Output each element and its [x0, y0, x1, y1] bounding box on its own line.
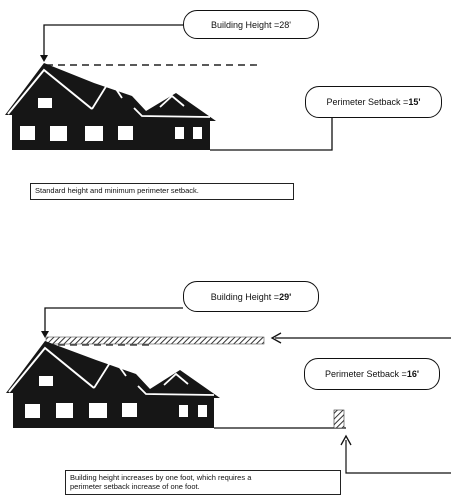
caption-bottom-line-1: Building height increases by one foot, w… [70, 473, 252, 482]
building-height-callout-top: Building Height = 28' [183, 10, 319, 39]
perimeter-setback-label-bottom: Perimeter Setback = [325, 369, 407, 379]
height-increase-band [45, 336, 265, 345]
perimeter-setback-callout-bottom: Perimeter Setback = 16' [304, 358, 440, 390]
building-height-value-top: 28' [279, 19, 292, 30]
perimeter-setback-label-top: Perimeter Setback = [326, 97, 409, 107]
perimeter-setback-value-bottom: 16' [406, 369, 419, 379]
setback-pointer-arrowhead [340, 434, 352, 446]
perimeter-setback-callout-top: Perimeter Setback = 15' [305, 86, 442, 118]
setback-increase-marker [333, 409, 345, 429]
top-panel [5, 24, 333, 151]
building-height-label-top: Building Height = [210, 19, 280, 30]
building-height-value-bottom: 29' [279, 291, 292, 302]
caption-top: Standard height and minimum perimeter se… [30, 183, 294, 200]
caption-bottom-line-2: perimeter setback increase of one foot. [70, 482, 200, 491]
building-height-callout-bottom: Building Height = 29' [183, 281, 319, 312]
house-top [5, 63, 216, 150]
caption-top-text: Standard height and minimum perimeter se… [35, 186, 199, 195]
perimeter-setback-value-top: 15' [408, 97, 421, 107]
height-leader-bottom [44, 307, 183, 333]
height-arrowhead-bottom [41, 331, 49, 338]
height-arrowhead-top [40, 55, 48, 62]
setback-line-top [210, 112, 333, 151]
building-height-label-bottom: Building Height = [210, 291, 280, 302]
height-increase-pointer-arrowhead [270, 332, 282, 344]
height-leader-top [43, 24, 183, 56]
setback-pointer-line [345, 440, 451, 474]
bottom-panel [6, 307, 451, 474]
house-bottom [6, 341, 220, 428]
caption-bottom: Building height increases by one foot, w… [65, 470, 341, 495]
